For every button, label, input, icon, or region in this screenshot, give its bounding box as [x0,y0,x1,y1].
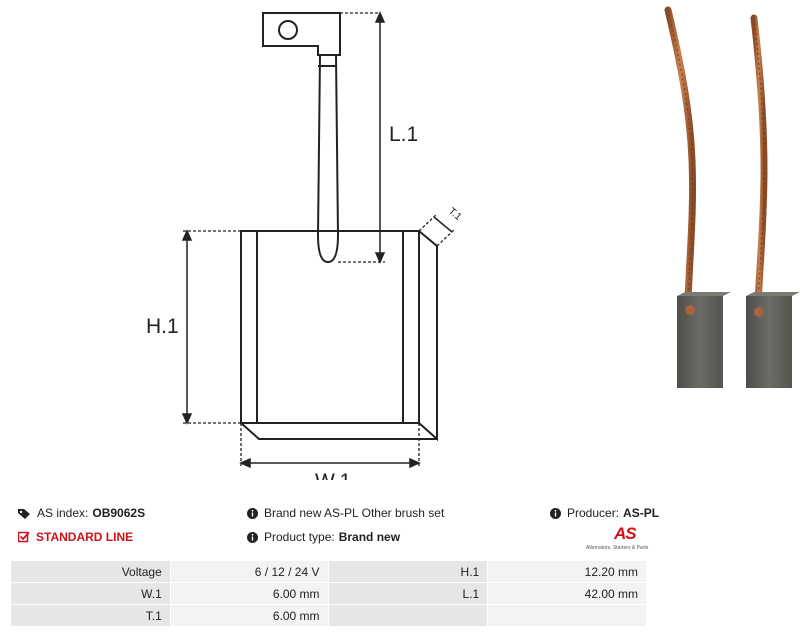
specs-table: Voltage 6 / 12 / 24 V H.1 12.20 mm W.1 6… [10,560,647,627]
table-row: Voltage 6 / 12 / 24 V H.1 12.20 mm [10,560,647,583]
terminal-hole [278,20,298,40]
producer-value: AS-PL [623,506,660,520]
spec-label: H.1 [327,560,489,583]
logo-mark: AS [614,524,637,543]
label-l1: L.1 [389,123,418,146]
spec-value: 6 / 12 / 24 V [169,560,329,583]
spec-label: Voltage [10,560,171,583]
carbon-block-left [677,296,723,388]
product-type-value: Brand new [338,530,401,544]
terminal-tab [262,12,341,56]
tag-icon [18,508,31,519]
dimension-line-t1 [433,216,453,233]
product-type: Product type: Brand new [247,530,400,544]
product-photo [664,6,800,388]
spec-label: L.1 [327,582,489,605]
brush-technical-drawing: L.1 H.1 W.1 T.1 [146,11,464,480]
standard-line: STANDARD LINE [18,530,133,544]
spec-label [327,604,489,627]
product-type-label: Product type: [264,530,335,544]
label-h1: H.1 [146,315,179,338]
spec-value [487,604,647,627]
spec-value: 6.00 mm [169,604,329,627]
spec-value: 42.00 mm [487,582,647,605]
as-index: AS index: OB9062S [18,506,145,520]
logo-tagline: Alternators, Starters & Parts [586,545,649,551]
copper-lead-right [750,14,768,309]
brush-bottom-face [240,422,437,440]
spec-label: T.1 [10,604,171,627]
info-icon [247,507,258,519]
as-pl-logo: AS Alternators, Starters & Parts [586,524,650,554]
carbon-block-right [746,296,792,388]
table-row: W.1 6.00 mm L.1 42.00 mm [10,582,647,605]
cable [316,54,340,264]
label-w1: W.1 [315,470,351,480]
spec-value: 6.00 mm [169,582,329,605]
producer: Producer: AS-PL [550,506,659,520]
copper-lead-left [664,6,697,304]
standard-line-label: STANDARD LINE [36,530,134,544]
as-index-value: OB9062S [92,506,146,520]
description-text: Brand new AS-PL Other brush set [264,506,445,520]
table-row: T.1 6.00 mm [10,604,647,627]
brush-body-front [240,230,420,424]
product-description: Brand new AS-PL Other brush set [247,506,444,520]
info-icon [247,531,258,543]
info-icon [550,507,561,519]
spec-label: W.1 [10,582,171,605]
checkbox-check-icon [18,531,30,543]
label-t1: T.1 [446,206,464,223]
brush-side-face [418,230,438,442]
producer-label: Producer: [567,506,620,520]
as-index-label: AS index: [37,506,89,520]
spec-value: 12.20 mm [487,560,647,583]
